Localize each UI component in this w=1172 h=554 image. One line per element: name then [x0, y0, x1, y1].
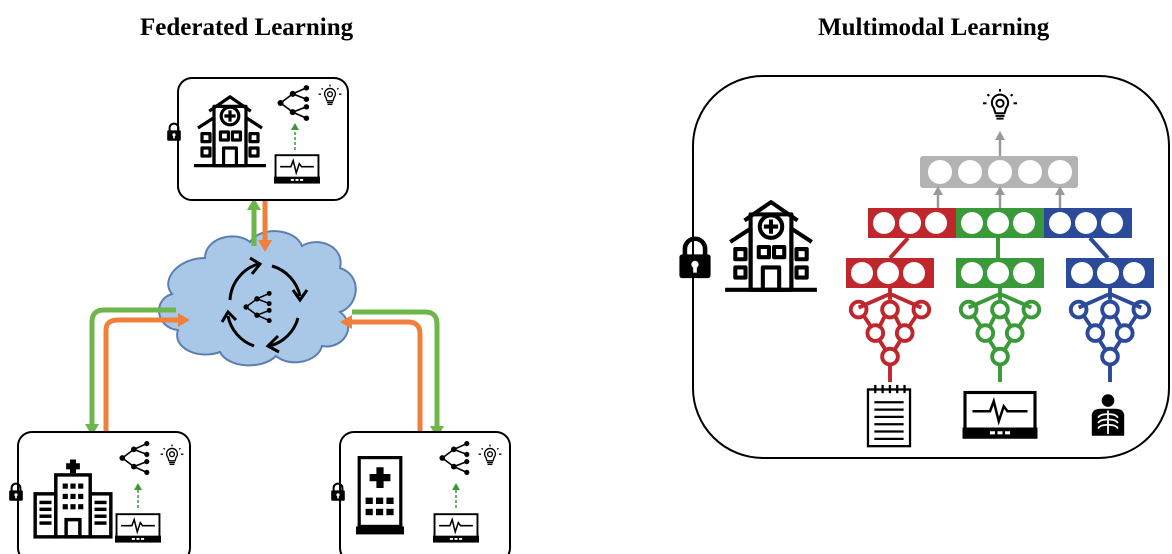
signal-embedding — [956, 258, 1044, 288]
top-download-arrow — [258, 200, 272, 252]
right-download-arrow — [340, 315, 423, 432]
concat-layer — [868, 208, 1132, 238]
client-box-left — [17, 431, 191, 554]
sync-icon — [220, 256, 309, 354]
image-connector — [1088, 236, 1110, 260]
document-icon — [866, 384, 912, 448]
lock-icon — [166, 122, 182, 142]
monitor-icon — [274, 154, 320, 185]
client-box-right — [339, 431, 511, 554]
monitor-icon — [433, 513, 479, 544]
multimodal-learning-title: Multimodal Learning — [818, 14, 1050, 41]
top-upload-arrow — [247, 198, 261, 246]
federated-learning-title: Federated Learning — [140, 14, 354, 41]
monitor-icon — [115, 513, 161, 544]
client-box-top — [177, 77, 349, 201]
fusion-layer — [920, 156, 1078, 208]
right-upload-arrow — [352, 309, 444, 438]
monitor-icon — [960, 390, 1040, 440]
text-embedding — [846, 258, 934, 288]
output-arrow — [995, 131, 1005, 156]
image-embedding — [1066, 258, 1154, 288]
left-upload-arrow — [85, 307, 176, 436]
lock-icon — [8, 482, 24, 502]
left-download-arrow — [103, 313, 190, 432]
text-connector — [888, 236, 910, 260]
lock-icon — [330, 482, 346, 502]
